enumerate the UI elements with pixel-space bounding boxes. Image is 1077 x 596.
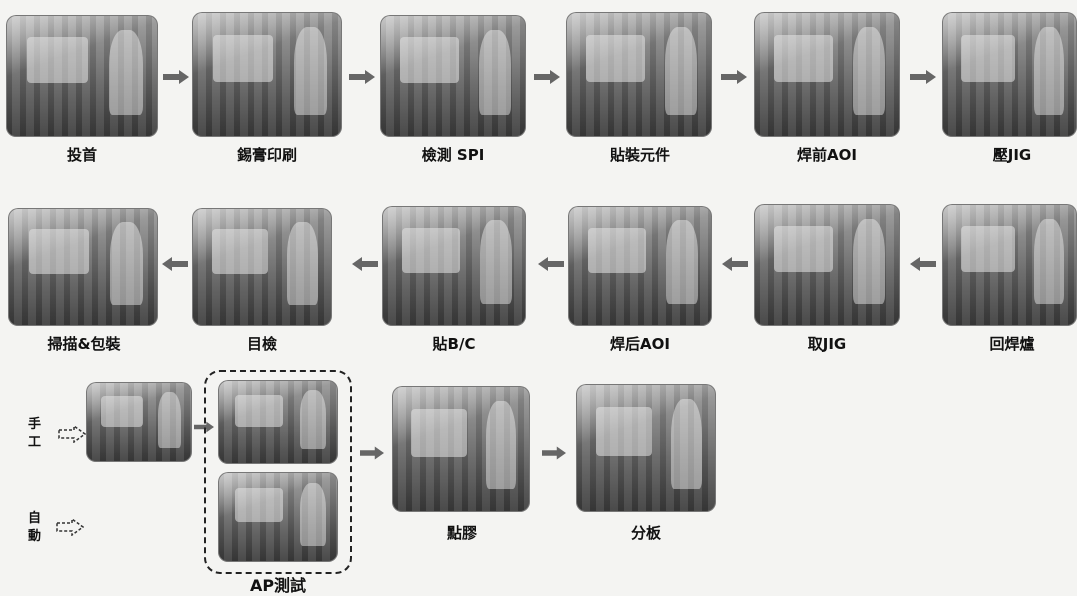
dispense-label: 點膠 [446, 524, 478, 542]
ap-test-photo-manual [218, 380, 338, 464]
step-photo-7 [8, 208, 158, 326]
step-label: 焊后AOI [610, 335, 670, 353]
arrow-left-icon [538, 257, 564, 271]
hollow-arrow-right-icon [56, 518, 84, 536]
separate-photo [576, 384, 716, 512]
step-label: 貼裝元件 [609, 146, 671, 164]
arrow-right-icon [349, 70, 375, 84]
step-photo-1 [6, 15, 158, 137]
manual-photo [86, 382, 192, 462]
ap-test-photo-auto [218, 472, 338, 562]
step-photo-6 [942, 12, 1077, 137]
step-label: 錫膏印刷 [236, 146, 298, 164]
step-photo-11 [754, 204, 900, 326]
step-label: 檢測 SPI [421, 146, 485, 164]
step-photo-3 [380, 15, 526, 137]
step-photo-10 [568, 206, 712, 326]
arrow-right-icon [534, 70, 560, 84]
arrow-right-icon [910, 70, 936, 84]
step-photo-8 [192, 208, 332, 326]
arrow-left-icon [722, 257, 748, 271]
manual-label: 手 工 [28, 417, 42, 450]
arrow-right-icon [721, 70, 747, 84]
step-label: 掃描&包裝 [47, 335, 121, 353]
step-label: 焊前AOI [797, 146, 857, 164]
step-label: 回焊爐 [989, 335, 1035, 353]
arrow-left-icon [910, 257, 936, 271]
arrow-left-icon [352, 257, 378, 271]
auto-label: 自 動 [28, 511, 42, 544]
arrow-right-icon [542, 446, 566, 460]
ap-test-label: AP測試 [249, 576, 307, 595]
separate-label: 分板 [630, 524, 662, 542]
arrow-right-icon [163, 70, 189, 84]
step-label: 取JIG [807, 335, 847, 353]
dispense-photo [392, 386, 530, 512]
step-label: 貼B/C [432, 335, 476, 353]
arrow-right-icon [360, 446, 384, 460]
step-label: 目檢 [246, 335, 278, 353]
ap-test-group [204, 370, 352, 574]
arrow-left-icon [162, 257, 188, 271]
step-photo-2 [192, 12, 342, 137]
step-photo-4 [566, 12, 712, 137]
hollow-arrow-right-icon [58, 425, 86, 443]
step-photo-9 [382, 206, 526, 326]
step-label: 壓JIG [992, 146, 1032, 164]
step-label: 投首 [66, 146, 98, 164]
step-photo-12 [942, 204, 1077, 326]
step-photo-5 [754, 12, 900, 137]
